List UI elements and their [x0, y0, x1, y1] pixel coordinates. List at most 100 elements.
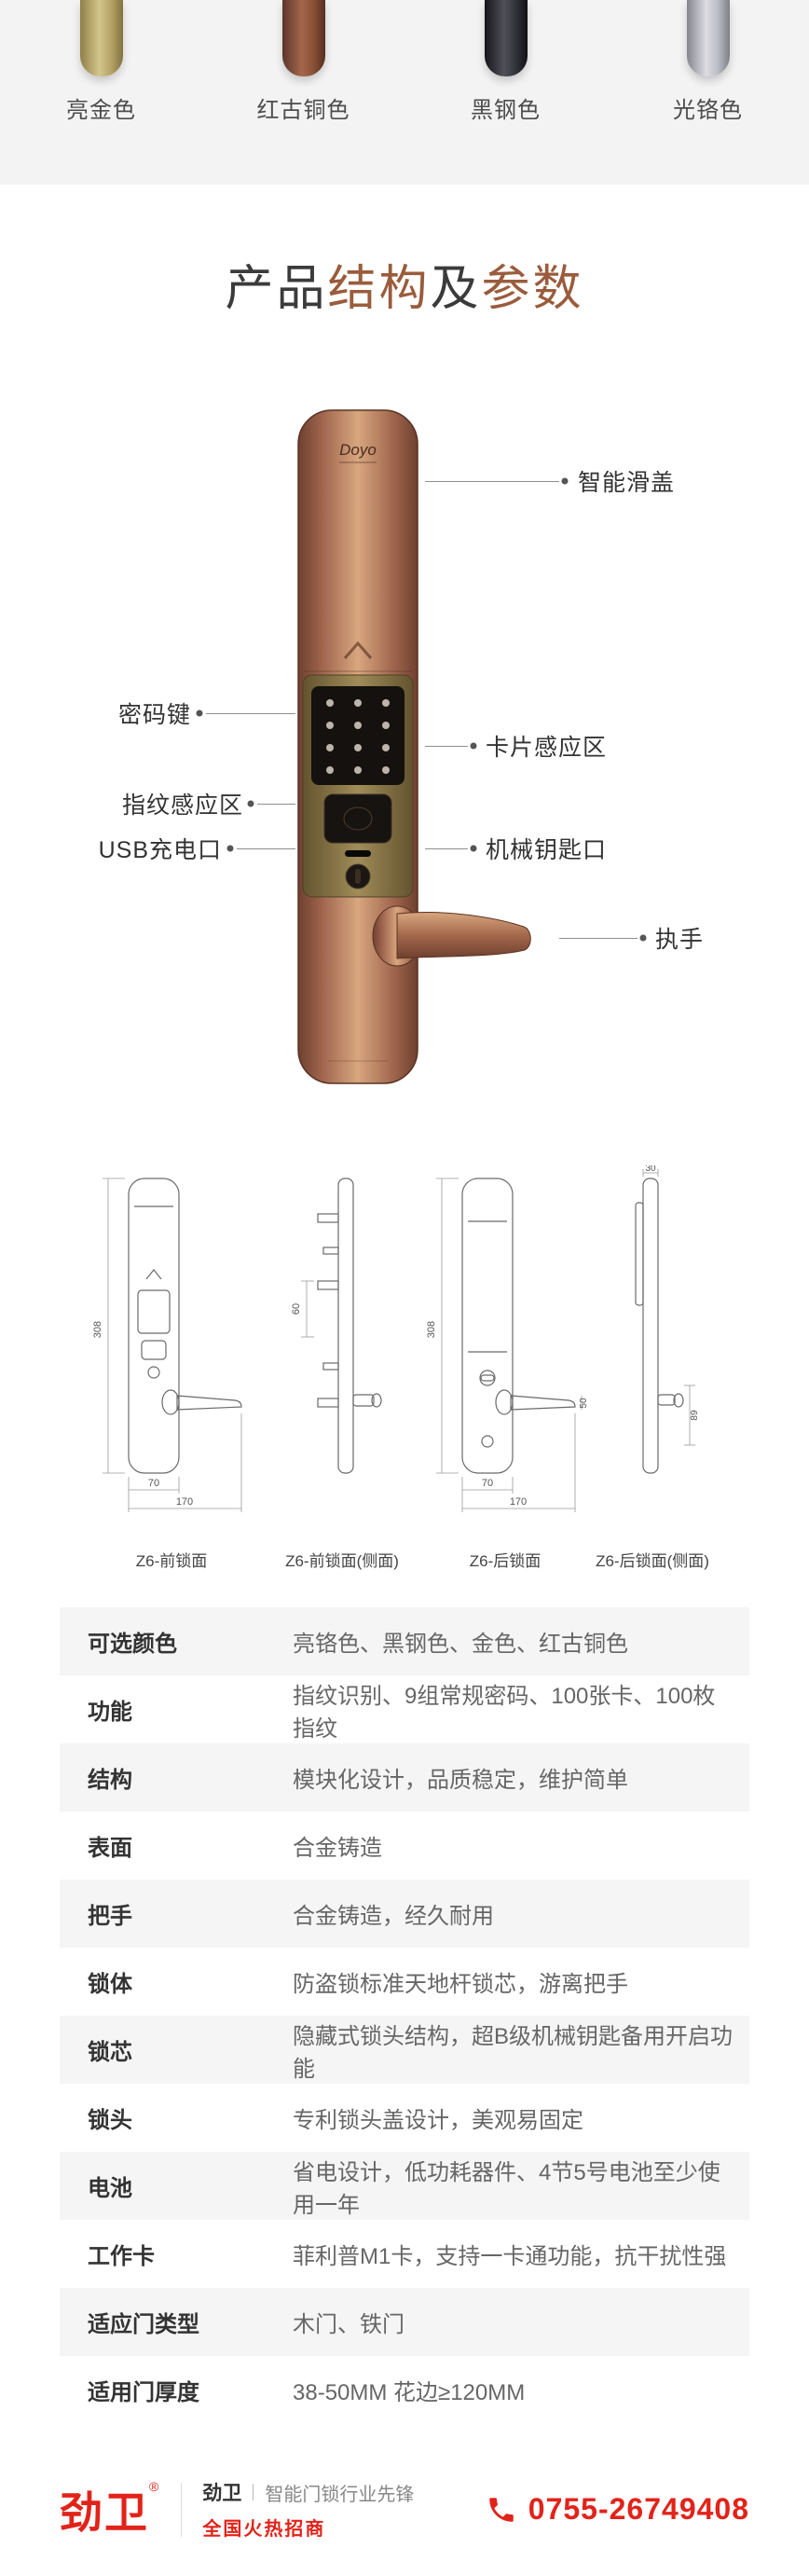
section-title-area: 产品结构及参数 [0, 185, 809, 382]
drawing-front-side-view: 60 [291, 1178, 382, 1474]
swatch-black-steel-image [484, 0, 528, 76]
drawing-rear-view: 308 70 170 50 [426, 1178, 589, 1512]
spec-value: 亮铬色、黑钢色、金色、红古铜色 [293, 1632, 628, 1657]
footer-divider [181, 2482, 183, 2537]
lock-brand-text: Doyo [339, 441, 377, 459]
callout-dot [561, 477, 569, 485]
spec-value: 合金铸造，经久耐用 [293, 1904, 494, 1929]
callout-line [425, 746, 468, 747]
spec-label: 锁芯 [88, 2040, 132, 2065]
lock-diagram-section: Doyo 智能滑盖 卡片感应区 [0, 382, 809, 1137]
swatch-gold-label: 亮金色 [66, 98, 136, 123]
title-part-params: 参数 [481, 261, 584, 316]
table-row: 功能 指纹识别、9组常规密码、100张卡、100枚指纹 [60, 1675, 749, 1743]
spec-value: 木门、铁门 [293, 2312, 404, 2337]
callout-key-hole: 机械钥匙口 [486, 837, 608, 863]
dim-total-width: 170 [510, 1496, 527, 1508]
dim-handle: 50 [579, 1398, 589, 1409]
spec-value: 省电设计，低功耗器件、4节5号电池至少使用一年 [293, 2159, 720, 2218]
color-swatch-strip: 亮金色 红古铜色 黑钢色 光铬色 [0, 0, 809, 185]
spec-value: 合金铸造 [293, 1836, 382, 1861]
swatch-red-copper: 红古铜色 [202, 0, 404, 185]
callout-dot [470, 742, 477, 750]
dim-depth: 89 [690, 1410, 700, 1421]
spec-label: 结构 [88, 1768, 132, 1793]
title-part-and: 及 [430, 261, 482, 316]
footer-text-block: 劲卫 智能门锁行业先锋 全国火热招商 [202, 2478, 414, 2541]
table-row: 锁芯 隐藏式锁头结构，超B级机械钥匙备用开启功能 [60, 2016, 749, 2084]
drawing-label-front: Z6-前锁面 [135, 1552, 208, 1570]
spec-value: 防盗锁标准天地杆锁芯，游离把手 [293, 1972, 628, 1997]
lock-handle [396, 912, 531, 959]
phone-number: 0755-26749408 [528, 2492, 749, 2526]
table-row: 可选颜色 亮铬色、黑钢色、金色、红古铜色 [60, 1607, 749, 1675]
spec-value: 38-50MM 花边≥120MM [293, 2380, 526, 2405]
brand-name: 劲卫 [202, 2483, 242, 2504]
spec-label: 适用门厚度 [88, 2380, 199, 2405]
callout-card-zone: 卡片感应区 [486, 735, 608, 761]
spec-label: 把手 [88, 1904, 132, 1929]
spec-label: 可选颜色 [88, 1632, 177, 1657]
callout-line [425, 481, 559, 482]
callout-usb-port: USB充电口 [98, 837, 222, 863]
spec-label: 功能 [88, 1700, 132, 1725]
callout-handle: 执手 [655, 927, 705, 953]
table-row: 工作卡 菲利普M1卡，支持一卡通功能，抗干扰性强 [60, 2220, 749, 2288]
usb-slot [345, 850, 371, 857]
callout-slide-cover: 智能滑盖 [578, 470, 676, 496]
callout-line [559, 938, 638, 939]
lock-illustration: Doyo [297, 409, 531, 1084]
table-row: 电池 省电设计，低功耗器件、4节5号电池至少使用一年 [60, 2152, 749, 2220]
spec-value: 菲利普M1卡，支持一卡通功能，抗干扰性强 [293, 2244, 727, 2269]
fingerprint-sensor [323, 793, 392, 844]
footer-brand-block: 劲卫® 劲卫 智能门锁行业先锋 全国火热招商 [60, 2478, 414, 2541]
table-row: 锁头 专利锁头盖设计，美观易固定 [60, 2084, 749, 2152]
callout-dot [196, 709, 203, 717]
table-row: 适应门类型 木门、铁门 [60, 2288, 749, 2356]
footer-tagline-line: 劲卫 智能门锁行业先锋 [202, 2478, 414, 2506]
phone-icon [489, 2497, 514, 2522]
swatch-gold-image [79, 0, 123, 76]
table-row: 锁体 防盗锁标准天地杆锁芯，游离把手 [60, 1948, 749, 2016]
keypad-dots [326, 699, 390, 774]
title-part-structure: 结构 [327, 261, 431, 316]
spec-label: 工作卡 [88, 2244, 155, 2269]
page-title: 产品结构及参数 [225, 249, 583, 319]
swatch-chrome: 光铬色 [607, 0, 809, 185]
callout-dot [247, 800, 254, 807]
drawing-rear-side-view: 30 89 [635, 1165, 700, 1474]
promo-text: 全国火热招商 [202, 2519, 326, 2540]
callout-line [206, 713, 295, 714]
keyhole-slot [355, 869, 361, 884]
table-row: 把手 合金铸造，经久耐用 [60, 1880, 749, 1948]
spec-table-section: 可选颜色 亮铬色、黑钢色、金色、红古铜色 功能 指纹识别、9组常规密码、100张… [0, 1585, 809, 2443]
slide-arrow-icon [343, 641, 373, 659]
spec-value: 模块化设计，品质稳定，维护简单 [293, 1768, 628, 1793]
callout-keypad: 密码键 [117, 702, 191, 728]
brand-logo-text: 劲卫 [60, 2487, 149, 2537]
dim-height: 308 [92, 1321, 103, 1338]
footer-contact-block: 0755-26749408 [486, 2492, 749, 2527]
spec-table: 可选颜色 亮铬色、黑钢色、金色、红古铜色 功能 指纹识别、9组常规密码、100张… [60, 1607, 749, 2424]
tagline-separator [253, 2484, 254, 2500]
callout-dot [470, 845, 477, 852]
dim-depth: 60 [291, 1303, 302, 1315]
swatch-gold: 亮金色 [0, 0, 202, 185]
spec-label: 表面 [88, 1836, 132, 1861]
fingerprint-oval [343, 806, 373, 831]
brand-tagline: 智能门锁行业先锋 [265, 2484, 415, 2505]
dim-width: 70 [482, 1478, 493, 1489]
registered-mark: ® [149, 2478, 161, 2494]
spec-label: 适应门类型 [88, 2312, 199, 2337]
table-row: 结构 模块化设计，品质稳定，维护简单 [60, 1743, 749, 1811]
spec-label: 电池 [88, 2176, 132, 2201]
swatch-chrome-label: 光铬色 [673, 98, 743, 123]
spec-value: 专利锁头盖设计，美观易固定 [293, 2108, 583, 2133]
table-row: 适用门厚度 38-50MM 花边≥120MM [60, 2356, 749, 2424]
dim-knob: 30 [645, 1165, 656, 1174]
drawing-label-rear-side: Z6-后锁面(侧面) [596, 1552, 709, 1570]
swatch-black-steel: 黑钢色 [404, 0, 607, 185]
spec-value: 指纹识别、9组常规密码、100张卡、100枚指纹 [293, 1683, 716, 1742]
drawing-label-rear: Z6-后锁面 [469, 1552, 542, 1570]
